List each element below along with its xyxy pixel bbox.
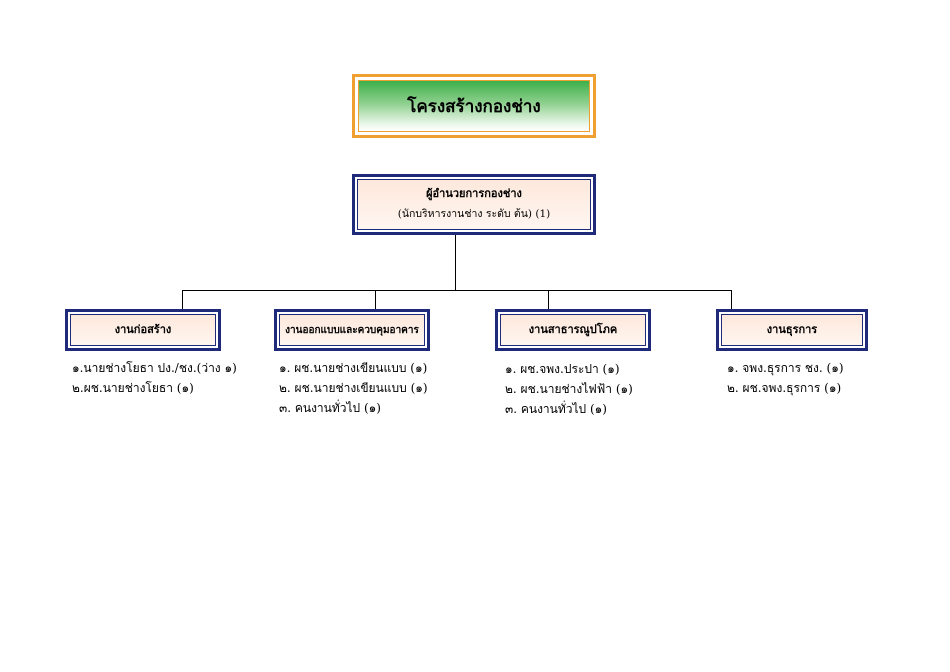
connector-dept-2 [375,290,376,309]
staff-list-design: ๑. ผช.นายช่างเขียนแบบ (๑) ๒. ผช.นายช่างเ… [279,358,428,418]
department-box-design: งานออกแบบและควบคุมอาคาร [274,309,430,351]
staff-list-admin: ๑. จพง.ธุรการ ชง. (๑) ๒. ผช.จพง.ธุรการ (… [727,358,844,398]
staff-item: ๓. คนงานทั่วไป (๑) [279,401,381,415]
connector-dept-3 [548,290,549,309]
department-name: งานออกแบบและควบคุมอาคาร [285,324,419,336]
department-box-construction: งานก่อสร้าง [65,309,221,351]
staff-item: ๑. ผช.นายช่างเขียนแบบ (๑) [279,361,428,375]
staff-item: ๒. ผช.จพง.ธุรการ (๑) [727,381,842,395]
staff-list-utilities: ๑. ผช.จพง.ประปา (๑) ๒. ผช.นายช่างไฟฟ้า (… [505,359,633,419]
connector-dept-1 [182,290,183,309]
chart-title: โครงสร้างกองช่าง [358,80,590,132]
staff-item: ๑. ผช.จพง.ประปา (๑) [505,362,620,376]
connector-vertical-main [455,235,456,291]
chart-title-box: โครงสร้างกองช่าง [352,74,596,138]
director-title: ผู้อำนวยการกองช่าง [426,187,522,201]
director-box: ผู้อำนวยการกองช่าง (นักบริหารงานช่าง ระด… [352,174,596,235]
department-name: งานธุรการ [766,322,818,336]
staff-item: ๑.นายช่างโยธา ปง./ชง.(ว่าง ๑) [72,361,237,375]
department-name: งานสาธารณูปโภค [528,322,618,336]
connector-dept-4 [731,290,732,309]
staff-item: ๓. คนงานทั่วไป (๑) [505,402,607,416]
staff-item: ๒. ผช.นายช่างเขียนแบบ (๑) [279,381,428,395]
staff-item: ๒. ผช.นายช่างไฟฟ้า (๑) [505,382,633,396]
department-box-admin: งานธุรการ [716,309,868,351]
staff-list-construction: ๑.นายช่างโยธา ปง./ชง.(ว่าง ๑) ๒.ผช.นายช่… [72,358,237,398]
department-name: งานก่อสร้าง [114,322,172,336]
connector-horizontal [182,290,732,291]
staff-item: ๒.ผช.นายช่างโยธา (๑) [72,381,194,395]
director-subtitle: (นักบริหารงานช่าง ระดับ ต้น) (1) [397,207,551,220]
department-box-utilities: งานสาธารณูปโภค [495,309,651,351]
staff-item: ๑. จพง.ธุรการ ชง. (๑) [727,361,844,375]
